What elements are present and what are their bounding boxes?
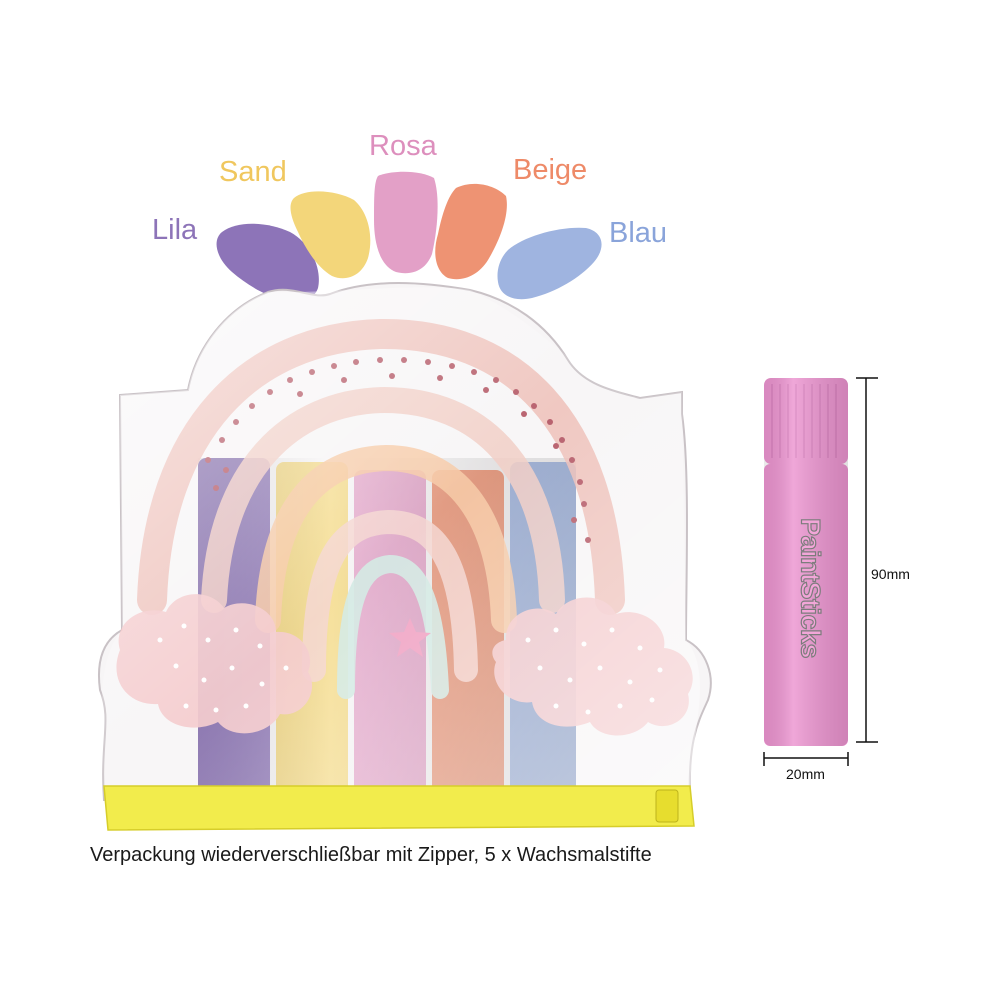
label-lila: Lila [152, 214, 198, 246]
product-caption: Verpackung wiederverschließbar mit Zippe… [90, 844, 652, 866]
swatch-blau [497, 227, 602, 300]
height-label: 90mm [871, 566, 910, 582]
zipper-bag [98, 282, 712, 831]
single-crayon [764, 378, 848, 746]
label-beige: Beige [513, 154, 588, 186]
label-sand: Sand [219, 156, 287, 188]
label-rosa: Rosa [369, 130, 437, 162]
swatch-lila [216, 223, 319, 302]
crayon-brand-logo: PaintSticks [795, 517, 826, 659]
zipper-pull [655, 789, 679, 823]
crayon-brand-wrap: PaintSticks [780, 468, 840, 708]
swatch-beige [435, 183, 507, 280]
swatch-rosa [374, 171, 438, 274]
dimension-height [856, 377, 878, 743]
dimension-width [763, 752, 849, 766]
color-swatches [216, 171, 602, 302]
label-blau: Blau [609, 217, 668, 249]
width-label: 20mm [786, 766, 825, 782]
zipper-strip [103, 785, 695, 831]
swatch-sand [290, 191, 371, 279]
